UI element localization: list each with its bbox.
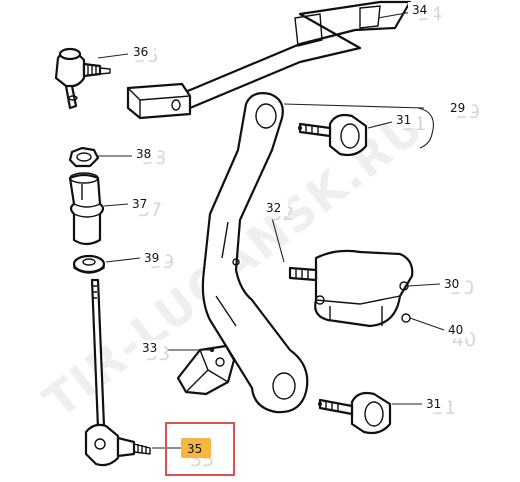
callout-33[interactable]: 33 33	[138, 340, 170, 365]
part-31-ball-stud-upper[interactable]	[298, 113, 368, 157]
svg-text:31: 31	[426, 397, 441, 411]
part-33-clamp[interactable]	[176, 344, 236, 396]
part-36-ball-joint[interactable]	[54, 47, 111, 110]
callout-36[interactable]: 36 36	[128, 44, 158, 67]
part-34-beam[interactable]	[126, 0, 412, 120]
svg-text:36: 36	[133, 45, 148, 59]
svg-text:35: 35	[187, 442, 202, 456]
svg-text:33: 33	[142, 341, 157, 355]
part-37-sleeve[interactable]	[68, 172, 105, 246]
callout-32[interactable]: 32 32	[262, 200, 294, 225]
part-30-bracket[interactable]	[288, 249, 414, 328]
callout-35-selected[interactable]: 35 35	[165, 422, 235, 476]
callout-39[interactable]: 39 39	[140, 250, 174, 273]
callout-37[interactable]: 37 37	[128, 196, 162, 221]
callout-38[interactable]: 38 38	[132, 146, 166, 169]
svg-text:37: 37	[132, 197, 147, 211]
part-39-washer[interactable]	[72, 254, 106, 274]
svg-text:32: 32	[266, 201, 281, 215]
callout-31-lower[interactable]: 31 31	[422, 396, 456, 419]
svg-text:40: 40	[448, 323, 463, 337]
part-31-ball-stud-lower[interactable]	[318, 391, 392, 435]
svg-text:31: 31	[396, 113, 411, 127]
callout-34[interactable]: 34 34	[408, 2, 442, 25]
part-38-nut[interactable]	[68, 146, 100, 168]
leader-lines	[97, 11, 445, 449]
part-arm-plate[interactable]	[201, 92, 309, 414]
selection-highlight	[181, 438, 211, 458]
callout-29[interactable]: 29 29	[446, 100, 480, 123]
svg-text:34: 34	[412, 3, 427, 17]
callout-30[interactable]: 30 30	[440, 276, 474, 299]
svg-text:29: 29	[450, 101, 465, 115]
callout-31-upper[interactable]: 31 31	[392, 112, 426, 135]
selection-frame	[165, 422, 235, 476]
svg-text:39: 39	[144, 251, 159, 265]
part-35-link-rod[interactable]	[84, 278, 151, 467]
callout-40[interactable]: 40 40	[444, 322, 476, 351]
svg-text:38: 38	[136, 147, 151, 161]
svg-text:30: 30	[444, 277, 459, 291]
